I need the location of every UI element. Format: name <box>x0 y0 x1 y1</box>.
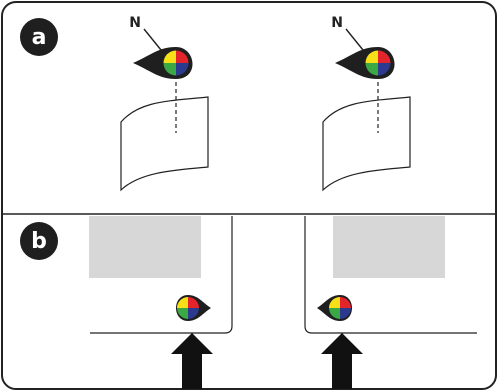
curled-sheet-icon <box>322 96 411 192</box>
color-sensor-icon <box>317 295 352 321</box>
svg-text:b: b <box>31 229 47 254</box>
panel-b-badge: b <box>20 222 58 260</box>
page-corner-outline <box>304 216 477 334</box>
gray-paper <box>333 216 445 278</box>
gray-paper <box>89 216 201 278</box>
page-corner-outline <box>90 216 233 334</box>
svg-text:a: a <box>32 25 47 50</box>
color-sensor-icon <box>176 295 211 321</box>
color-sensor-icon: N <box>129 15 193 79</box>
up-arrow-icon <box>171 333 213 389</box>
pointer-label: N <box>331 15 343 31</box>
panel-a-badge: a <box>20 18 58 56</box>
color-sensor-icon: N <box>331 15 395 79</box>
up-arrow-icon <box>321 333 363 389</box>
curled-sheet-icon <box>120 96 209 192</box>
pointer-label: N <box>129 15 141 31</box>
